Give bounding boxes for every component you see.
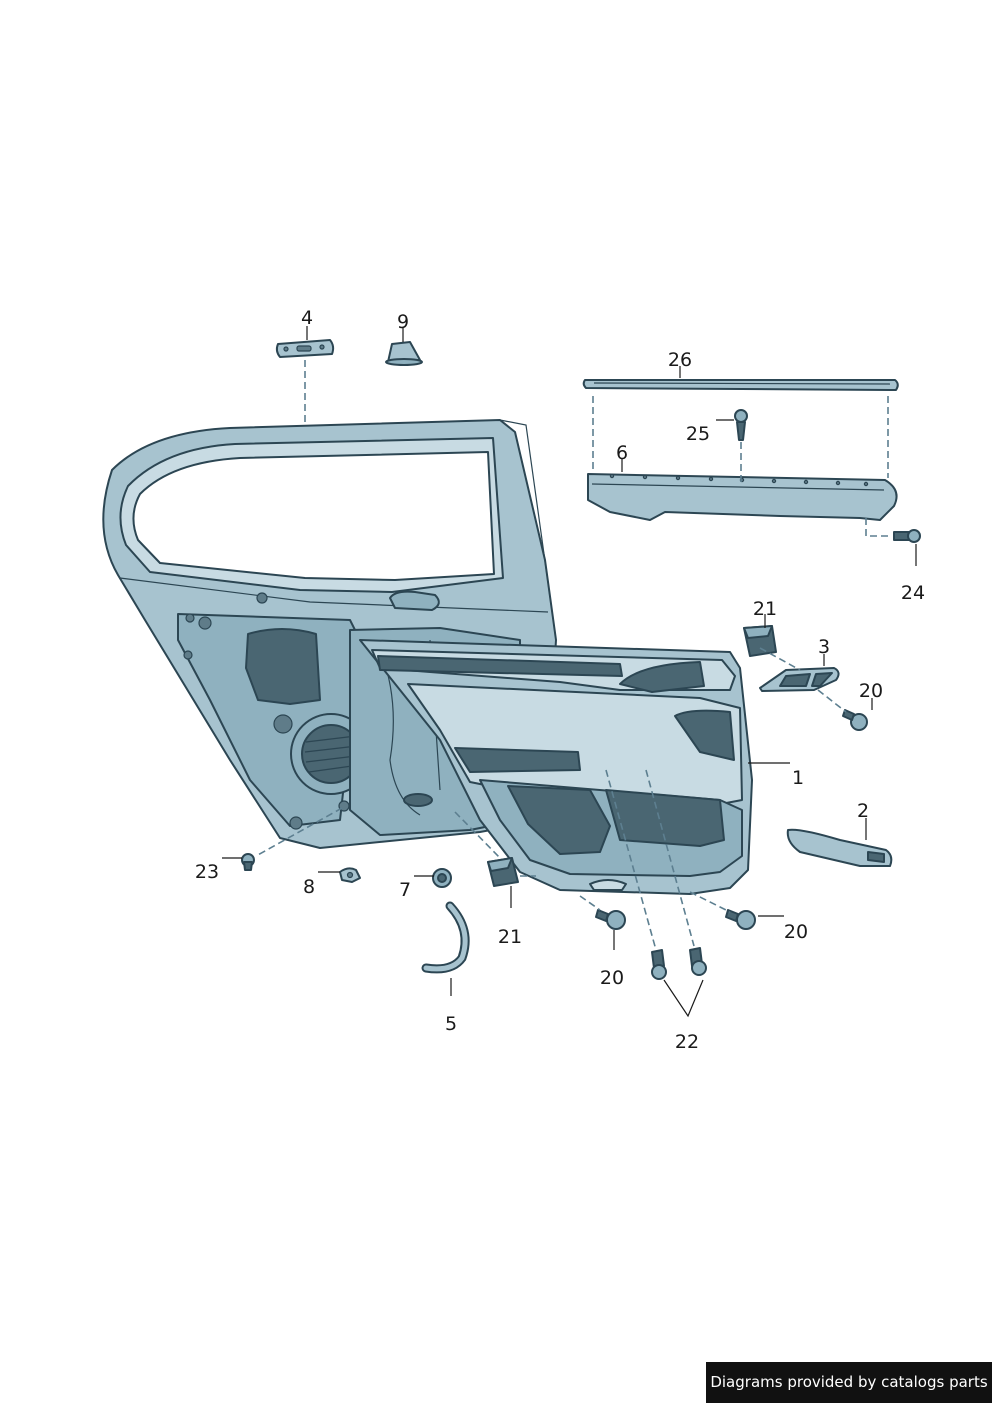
part-2-handle-cover: [786, 828, 893, 867]
part-25-screw: [734, 409, 748, 441]
part-9-plug: [385, 341, 423, 366]
callout-labels: 4 9 26 25 6 24 21 3 20 1 2 23 8 7 21 20 …: [195, 307, 925, 1053]
part-24-screw: [893, 529, 921, 543]
callout-22: 22: [675, 1031, 699, 1053]
part-5-cable: [421, 901, 470, 974]
callout-7: 7: [399, 879, 411, 901]
callout-8: 8: [303, 876, 315, 898]
callout-20-right: 20: [784, 921, 808, 943]
callout-24: 24: [901, 582, 925, 604]
part-21-clip-lower: [487, 857, 519, 887]
part-20-screw-right: [725, 909, 756, 930]
callout-21-upper: 21: [753, 598, 777, 620]
callout-2: 2: [857, 800, 869, 822]
credit-banner: Diagrams provided by catalogs parts: [706, 1362, 992, 1403]
callout-21-lower: 21: [498, 926, 522, 948]
part-7-grommet: [432, 868, 452, 888]
window-rail: [587, 473, 898, 521]
part-22-screws: [651, 947, 707, 980]
callout-23: 23: [195, 861, 219, 883]
leader-lines: [222, 326, 917, 1018]
part-3-handle-trim: [759, 667, 840, 692]
part-8-nut: [339, 867, 361, 883]
callout-3: 3: [818, 636, 830, 658]
part-21-clip-upper: [743, 625, 777, 657]
part-20-screw-upper: [842, 709, 868, 731]
callout-20-left: 20: [600, 967, 624, 989]
callout-5: 5: [445, 1013, 457, 1035]
part-23-screw: [241, 853, 255, 871]
callout-4: 4: [301, 307, 313, 329]
callout-20-upper: 20: [859, 680, 883, 702]
callout-26: 26: [668, 349, 692, 371]
callout-25: 25: [686, 423, 710, 445]
part-4-clip: [275, 339, 335, 358]
assembly-lines: [255, 360, 890, 951]
window-strip: [582, 379, 899, 391]
callout-9: 9: [397, 311, 409, 333]
door-trim-panel: [359, 639, 753, 895]
part-20-screw-left: [595, 909, 626, 930]
callout-1: 1: [792, 767, 804, 789]
callout-6: 6: [616, 442, 628, 464]
